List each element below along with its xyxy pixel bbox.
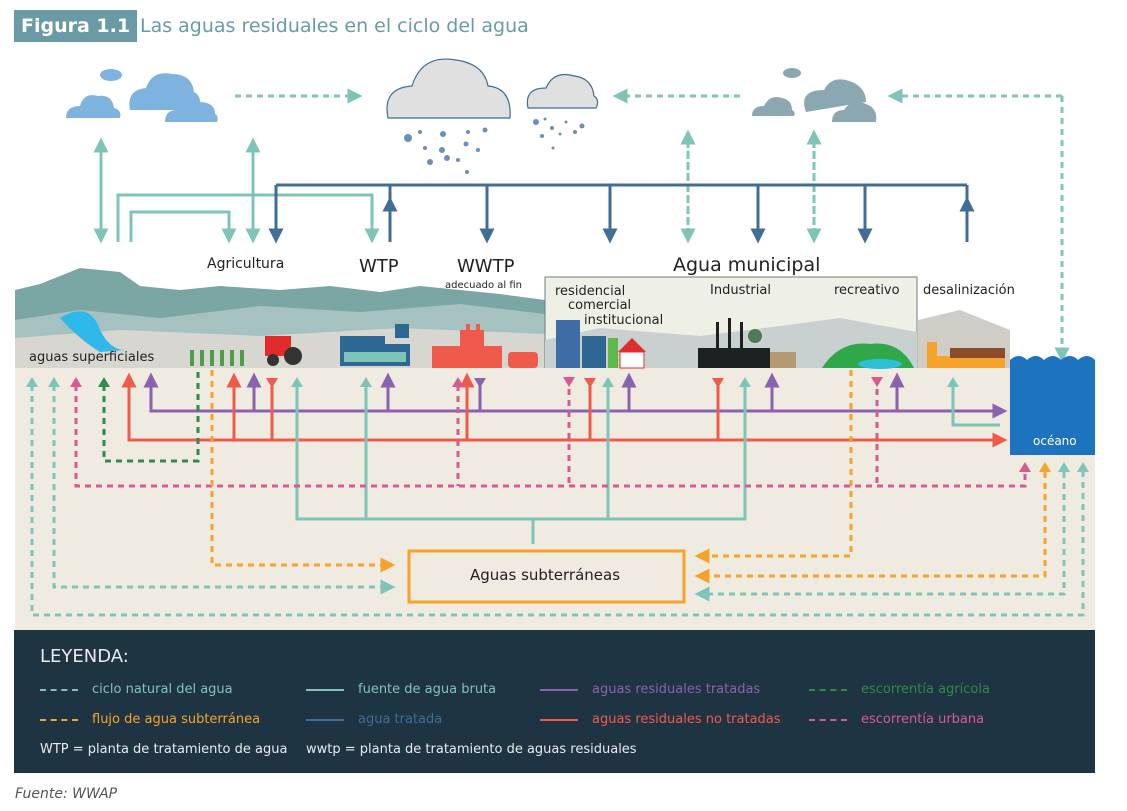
figure-source: Fuente: WWAP — [15, 786, 118, 802]
figure-number-badge: Figura 1.1 — [14, 10, 138, 42]
legend-note-wwtp: wwtp = planta de tratamiento de aguas re… — [306, 742, 637, 757]
groundwater-box — [407, 549, 686, 604]
natural-cycle-top-arrows — [93, 88, 1070, 363]
label-industrial: Industrial — [710, 283, 771, 298]
legend-label: aguas residuales no tratadas — [592, 712, 781, 727]
legend-note-wtp: WTP = planta de tratamiento de agua — [40, 742, 288, 757]
legend-swatch — [809, 718, 847, 721]
untreated-wastewater-lines — [121, 372, 1008, 448]
recreational-forest-icon — [822, 343, 914, 369]
industrial-plant-icon — [698, 318, 796, 368]
water-cycle-diagram — [15, 58, 1095, 630]
legend-item-groundwater: flujo de agua subterránea — [40, 712, 260, 727]
legend-label: escorrentía agrícola — [861, 682, 990, 697]
legend-swatch — [306, 718, 344, 721]
label-residencial: residencial — [555, 284, 626, 299]
legend-item-untreated-wastewater: aguas residuales no tratadas — [540, 712, 781, 727]
label-recreativo: recreativo — [834, 283, 900, 298]
wheat-icon — [190, 350, 244, 366]
groundwater-flow-lines — [210, 370, 1047, 584]
agricultural-runoff-line — [102, 370, 200, 463]
clouds-left-icon — [66, 69, 218, 122]
label-agua-municipal: Agua municipal — [673, 254, 821, 276]
legend-swatch — [40, 688, 78, 691]
label-agricultura: Agricultura — [207, 256, 285, 272]
raw-water-top-lines — [116, 193, 380, 244]
legend-item-raw-water: fuente de agua bruta — [306, 682, 496, 697]
raw-water-ground-lines — [295, 380, 1000, 544]
figure-title: Las aguas residuales en el ciclo del agu… — [140, 15, 529, 37]
legend-panel: LEYENDA: ciclo natural del agua flujo de… — [14, 630, 1095, 773]
rain-cloud-small-icon — [526, 73, 599, 150]
clouds-right-icon — [752, 68, 877, 122]
legend-item-natural-cycle: ciclo natural del agua — [40, 682, 233, 697]
wwtp-plant-icon — [432, 324, 538, 368]
wtp-plant-icon — [340, 324, 410, 366]
legend-swatch — [306, 688, 344, 691]
urban-runoff-lines — [74, 378, 1027, 488]
desalination-plant-icon — [927, 342, 1005, 368]
legend-label: escorrentía urbana — [861, 712, 985, 727]
legend-title: LEYENDA: — [40, 646, 129, 667]
legend-label: flujo de agua subterránea — [92, 712, 261, 727]
label-aguas-superficiales: aguas superficiales — [29, 350, 155, 365]
label-desalinizacion: desalinización — [923, 283, 1015, 298]
legend-swatch — [540, 718, 578, 721]
label-institucional: institucional — [584, 313, 664, 328]
label-wwtp-sub: adecuado al fin — [445, 280, 522, 291]
legend-swatch — [40, 718, 78, 721]
legend-label: aguas residuales tratadas — [592, 682, 761, 697]
legend-item-agri-runoff: escorrentía agrícola — [809, 682, 990, 697]
legend-label: agua tratada — [358, 712, 443, 727]
label-comercial: comercial — [568, 298, 632, 313]
label-wtp: WTP — [359, 256, 399, 277]
legend-item-treated-wastewater: aguas residuales tratadas — [540, 682, 760, 697]
legend-swatch — [540, 688, 578, 691]
legend-item-treated-water: agua tratada — [306, 712, 442, 727]
legend-swatch — [809, 688, 847, 691]
legend-label: fuente de agua bruta — [358, 682, 497, 697]
label-oceano: océano — [1033, 434, 1077, 448]
label-aguas-subterraneas: Aguas subterráneas — [470, 566, 621, 584]
legend-item-urban-runoff: escorrentía urbana — [809, 712, 984, 727]
ocean-icon — [1010, 356, 1095, 455]
treated-water-network — [268, 183, 975, 244]
ground-arrowheads — [26, 377, 1089, 472]
city-buildings-icon — [556, 320, 646, 369]
legend-label: ciclo natural del agua — [92, 682, 233, 697]
tractor-icon — [265, 336, 302, 366]
natural-cycle-ground-lines — [30, 385, 1085, 617]
rain-cloud-icon — [386, 58, 511, 174]
label-wwtp: WWTP — [457, 256, 515, 277]
